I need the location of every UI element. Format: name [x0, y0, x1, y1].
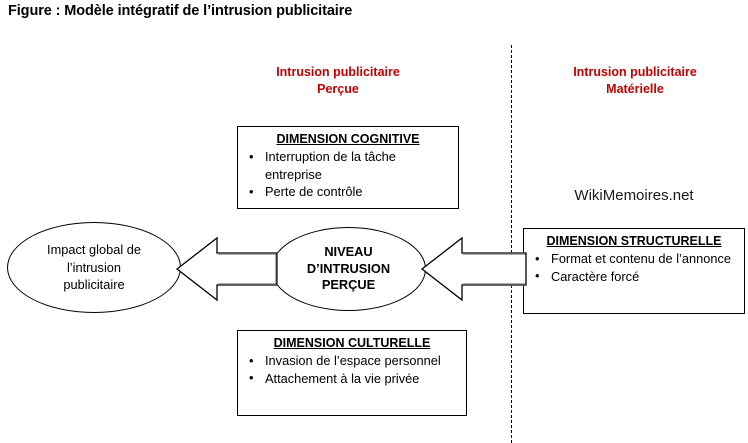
watermark-text: WikiMemoires.net	[574, 187, 694, 204]
list-item: Attachement à la vie privée	[244, 369, 460, 388]
ellipse-impact-line3: publicitaire	[63, 277, 125, 293]
bullet-list-culturelle: Invasion de l’espace personnel Attacheme…	[244, 352, 460, 387]
box-dimension-cognitive: DIMENSION COGNITIVE Interruption de la t…	[237, 126, 459, 209]
column-heading-perceived-line1: Intrusion publicitaire	[276, 65, 400, 79]
bullet-list-cognitive: Interruption de la tâche entreprise Pert…	[244, 148, 452, 201]
ellipse-niveau-intrusion-percue: NIVEAU D’INTRUSION PERÇUE	[271, 227, 426, 311]
ellipse-impact-line1: Impact global de	[47, 242, 141, 258]
column-heading-perceived-line2: Perçue	[317, 82, 359, 96]
column-heading-material-intrusion: Intrusion publicitaire Matérielle	[534, 64, 736, 98]
ellipse-impact-line2: l’intrusion	[66, 259, 122, 275]
list-item: Invasion de l’espace personnel	[244, 352, 460, 370]
column-heading-material-line2: Matérielle	[606, 82, 664, 96]
list-item: Interruption de la tâche entreprise	[244, 148, 452, 183]
arrow-structural-to-level-icon	[420, 236, 527, 302]
vertical-dashed-divider	[511, 45, 512, 443]
ellipse-level-text: NIVEAU D’INTRUSION PERÇUE	[297, 244, 400, 294]
column-heading-material-line1: Intrusion publicitaire	[573, 65, 697, 79]
box-dimension-culturelle: DIMENSION CULTURELLE Invasion de l’espac…	[237, 330, 467, 416]
ellipse-level-line1: NIVEAU	[324, 244, 373, 260]
box-title-structurelle: DIMENSION STRUCTURELLE	[546, 234, 722, 248]
box-dimension-structurelle: DIMENSION STRUCTURELLE Format et contenu…	[523, 228, 745, 314]
ellipse-impact-global: Impact global de l’intrusion publicitair…	[7, 222, 181, 313]
column-heading-perceived-intrusion: Intrusion publicitaire Perçue	[237, 64, 439, 98]
arrow-level-to-impact-icon	[175, 236, 278, 302]
page-title: Figure : Modèle intégratif de l’intrusio…	[8, 3, 353, 19]
list-item: Format et contenu de l’annonce	[530, 250, 738, 268]
list-item: Perte de contrôle	[244, 183, 452, 201]
ellipse-level-line2: D’INTRUSION	[306, 260, 391, 276]
box-title-cognitive: DIMENSION COGNITIVE	[276, 132, 420, 146]
ellipse-level-line3: PERÇUE	[321, 277, 376, 293]
ellipse-impact-text: Impact global de l’intrusion publicitair…	[37, 241, 151, 294]
bullet-list-structurelle: Format et contenu de l’annonce Caractère…	[530, 250, 738, 285]
box-title-culturelle: DIMENSION CULTURELLE	[273, 336, 431, 350]
list-item: Caractère forcé	[530, 267, 738, 286]
